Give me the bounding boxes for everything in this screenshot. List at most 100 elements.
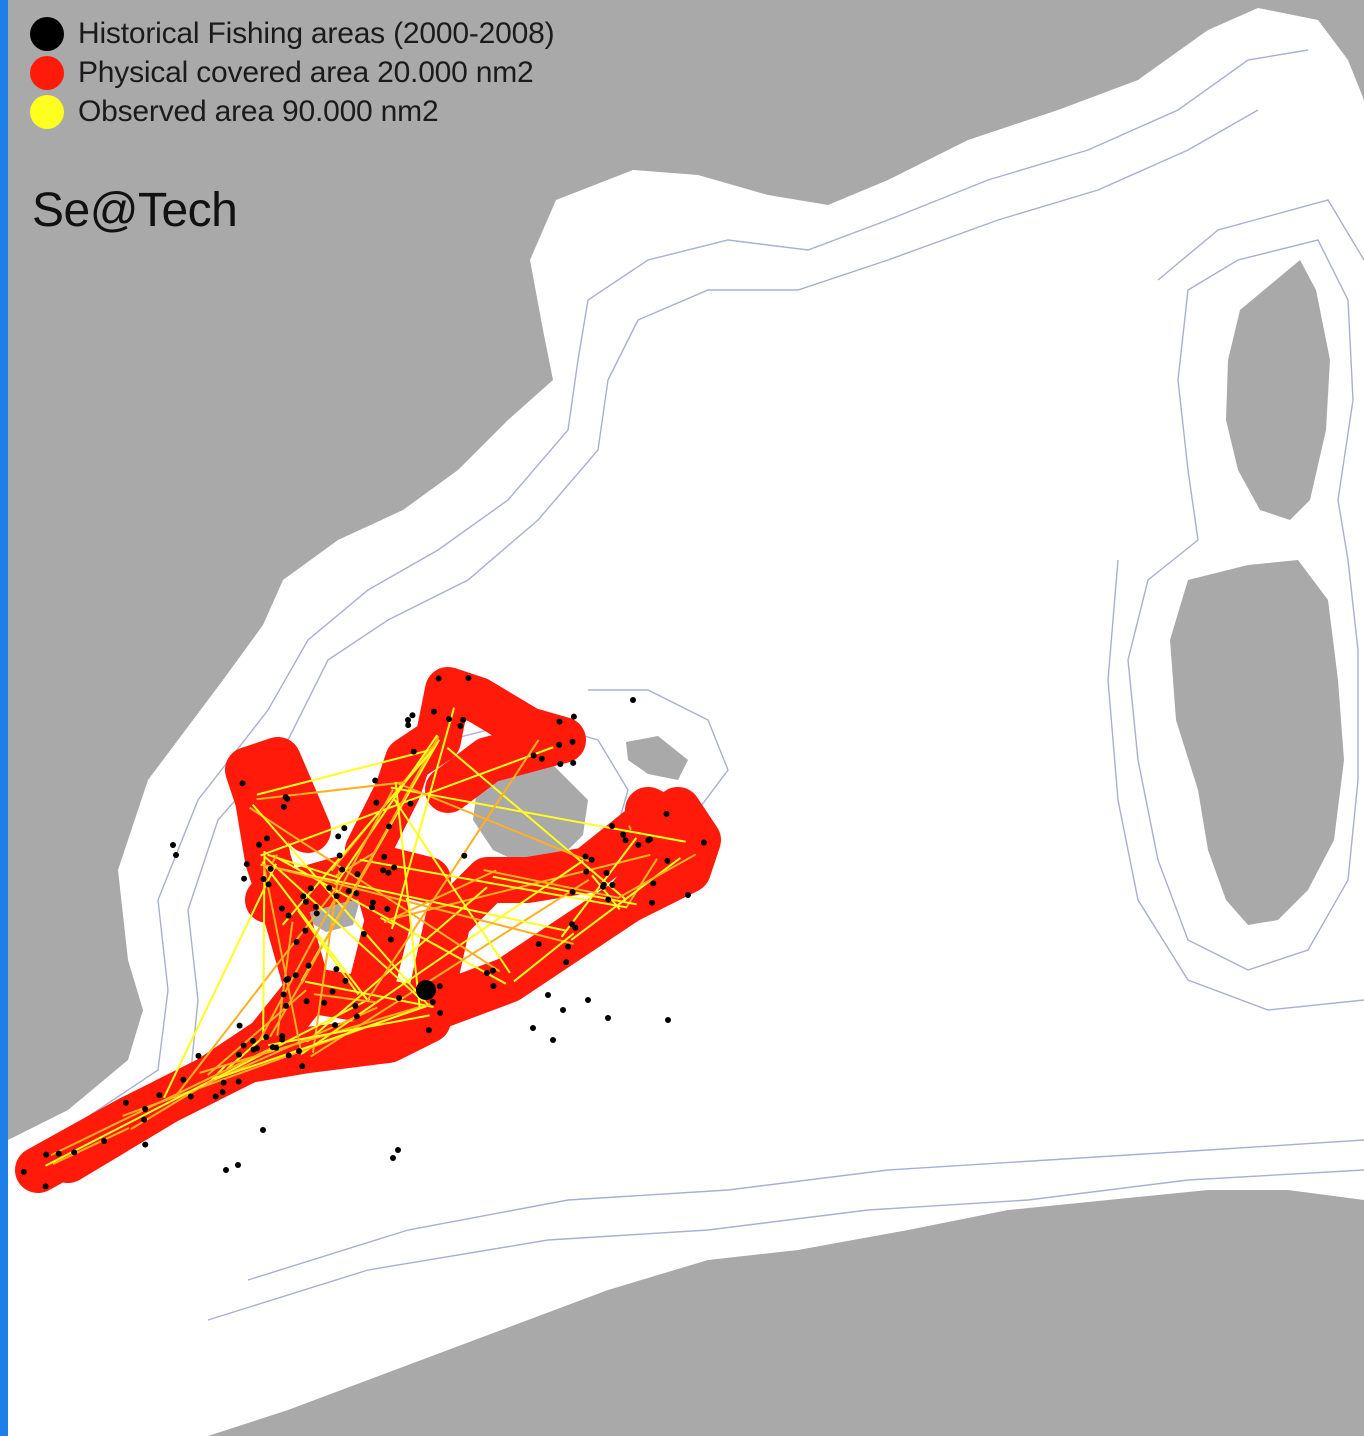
fishing-point xyxy=(556,718,563,725)
observed-track-line xyxy=(261,861,370,1002)
fishing-point xyxy=(609,822,616,829)
observed-track-line xyxy=(251,803,429,1006)
fishing-point xyxy=(235,1078,242,1085)
observed-track-line xyxy=(256,781,406,801)
fishing-point xyxy=(390,1155,396,1161)
fishing-point xyxy=(43,1151,50,1158)
fishing-point xyxy=(341,825,348,832)
fishing-point xyxy=(283,976,290,983)
fishing-point xyxy=(685,892,691,898)
map-frame: Historical Fishing areas (2000-2008) Phy… xyxy=(8,0,1364,1436)
fishing-point xyxy=(20,1168,27,1175)
fishing-point xyxy=(409,712,416,719)
legend-swatch-red-dot-icon xyxy=(30,55,64,90)
fishing-point xyxy=(381,853,388,860)
fishing-point xyxy=(283,1002,290,1009)
fishing-point xyxy=(241,875,248,882)
fishing-point xyxy=(353,1013,360,1020)
fishing-point xyxy=(461,852,468,859)
fishing-point xyxy=(302,898,309,905)
fishing-point xyxy=(650,880,657,887)
brand-logo-text: Se@Tech xyxy=(32,184,238,237)
observed-track-line xyxy=(446,746,627,901)
fishing-point xyxy=(369,899,376,906)
fishing-point xyxy=(156,1092,163,1099)
fishing-point xyxy=(101,1138,108,1145)
fishing-point xyxy=(55,1150,62,1157)
fishing-point xyxy=(352,1002,359,1009)
fishing-point xyxy=(372,777,379,784)
fishing-point xyxy=(435,675,442,682)
observed-track-line xyxy=(199,1005,422,1074)
legend-swatch-yellow-dot-icon xyxy=(30,94,64,129)
observed-track-line xyxy=(256,748,432,796)
observed-track-line xyxy=(483,869,620,899)
fishing-point xyxy=(630,697,636,703)
fishing-point xyxy=(195,1052,202,1059)
observed-track-line xyxy=(628,825,632,831)
fishing-point xyxy=(700,839,707,846)
fishing-point xyxy=(557,760,564,767)
fishing-point xyxy=(588,856,595,863)
fishing-point xyxy=(664,857,671,864)
map-legend: Historical Fishing areas (2000-2008) Phy… xyxy=(30,14,555,131)
fishing-point xyxy=(42,1183,49,1190)
observed-track-line xyxy=(300,859,584,1055)
fishing-point xyxy=(436,983,443,990)
observed-track-line xyxy=(50,1046,274,1157)
observed-track-line xyxy=(625,858,658,908)
fishing-point xyxy=(569,738,576,745)
fishing-point xyxy=(570,713,577,720)
observed-tracks xyxy=(45,707,697,1167)
fishing-point xyxy=(249,1037,256,1044)
fishing-point xyxy=(295,1048,302,1055)
observed-track-line xyxy=(560,837,638,938)
fishing-point xyxy=(187,1093,194,1100)
fishing-point xyxy=(250,1046,257,1053)
observed-track-line xyxy=(264,856,424,1002)
fishing-point xyxy=(285,1052,292,1059)
fishing-point xyxy=(240,1042,247,1049)
fishing-point xyxy=(369,904,376,911)
fishing-point xyxy=(550,1037,556,1043)
fishing-point xyxy=(570,759,577,766)
corsica-island xyxy=(1226,260,1330,520)
fishing-point xyxy=(260,876,267,883)
map-canvas[interactable] xyxy=(8,0,1364,1436)
isobath-lines xyxy=(47,49,1364,1321)
observed-track-line xyxy=(262,851,266,1040)
fishing-point xyxy=(437,1009,444,1016)
fishing-point xyxy=(235,1162,241,1168)
fishing-point xyxy=(278,905,285,912)
fishing-point xyxy=(646,836,653,843)
fishing-point xyxy=(142,1105,149,1112)
fishing-point xyxy=(585,997,591,1003)
fishing-point xyxy=(665,1017,671,1023)
fishing-point xyxy=(407,800,414,807)
sardinia-island xyxy=(1170,560,1344,925)
observed-track-line xyxy=(394,781,421,1010)
fishing-point xyxy=(572,924,579,931)
observed-track-line xyxy=(383,869,497,924)
fishing-point xyxy=(293,938,300,945)
fishing-point xyxy=(260,1127,266,1133)
fishing-point xyxy=(265,881,272,888)
fishing-point xyxy=(71,1149,78,1156)
fishing-point xyxy=(396,994,403,1001)
fishing-point xyxy=(354,871,361,878)
fishing-point xyxy=(380,867,387,874)
fishing-point xyxy=(483,970,490,977)
fishing-point xyxy=(331,1022,338,1029)
observed-track-line xyxy=(271,854,278,864)
legend-swatch-black-dot-icon xyxy=(30,16,64,51)
fishing-point xyxy=(122,1099,129,1106)
fishing-point xyxy=(545,992,551,998)
fishing-point xyxy=(582,853,589,860)
fishing-point xyxy=(405,717,411,723)
observed-track-line xyxy=(262,865,303,1054)
fishing-point xyxy=(305,962,312,969)
fishing-point xyxy=(535,941,542,948)
observed-track-line xyxy=(260,863,567,932)
observed-track-line xyxy=(267,1014,430,1047)
sea-area xyxy=(8,8,1364,1436)
